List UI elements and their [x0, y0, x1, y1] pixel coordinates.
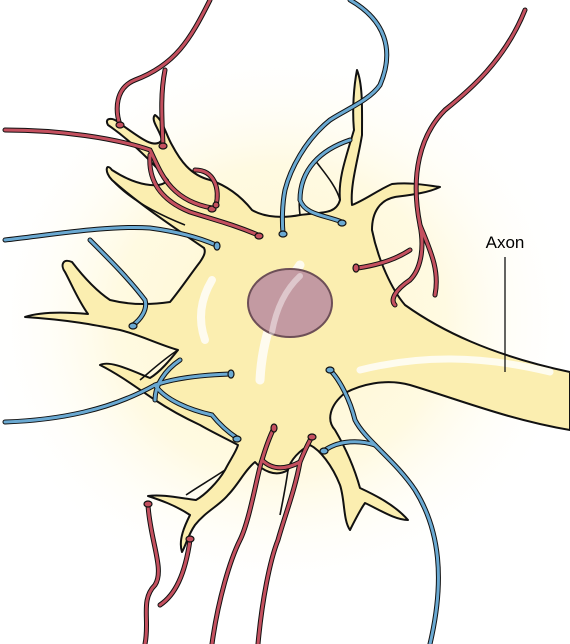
nucleus — [248, 269, 332, 337]
axon-label: Axon — [486, 233, 525, 252]
